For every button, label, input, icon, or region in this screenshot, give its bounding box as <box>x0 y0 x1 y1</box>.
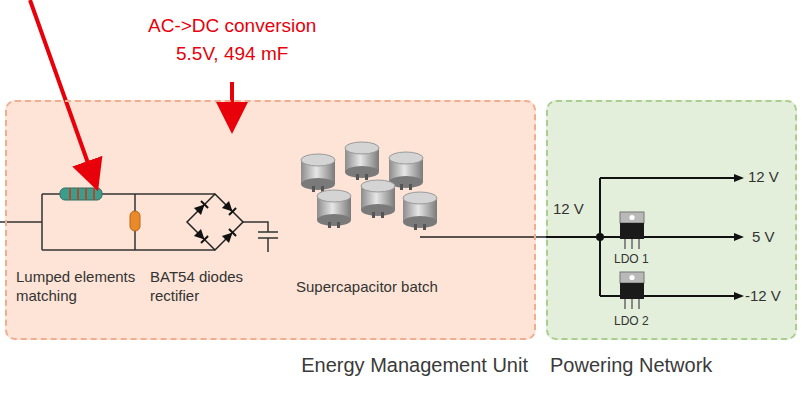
voltage-label: 5 V <box>752 228 775 247</box>
panel-title: Powering Network <box>550 354 712 377</box>
voltage-label: 12 V <box>553 200 584 219</box>
regulator-label: LDO 2 <box>614 314 649 329</box>
part-label: Lumped elements matching <box>16 268 148 306</box>
voltage-label: -12 V <box>745 287 781 306</box>
callout-text: AC->DC conversion <box>148 14 316 38</box>
part-label: Supercapacitor batch <box>296 278 438 297</box>
regulator-label: LDO 1 <box>614 252 649 267</box>
panel: Energy Management Unit <box>5 100 536 340</box>
voltage-label: 12 V <box>748 168 779 187</box>
panel-title: Energy Management Unit <box>301 354 528 377</box>
part-label: BAT54 diodes rectifier <box>150 268 262 306</box>
callout-text: 5.5V, 494 mF <box>176 42 288 66</box>
wire <box>536 236 546 238</box>
